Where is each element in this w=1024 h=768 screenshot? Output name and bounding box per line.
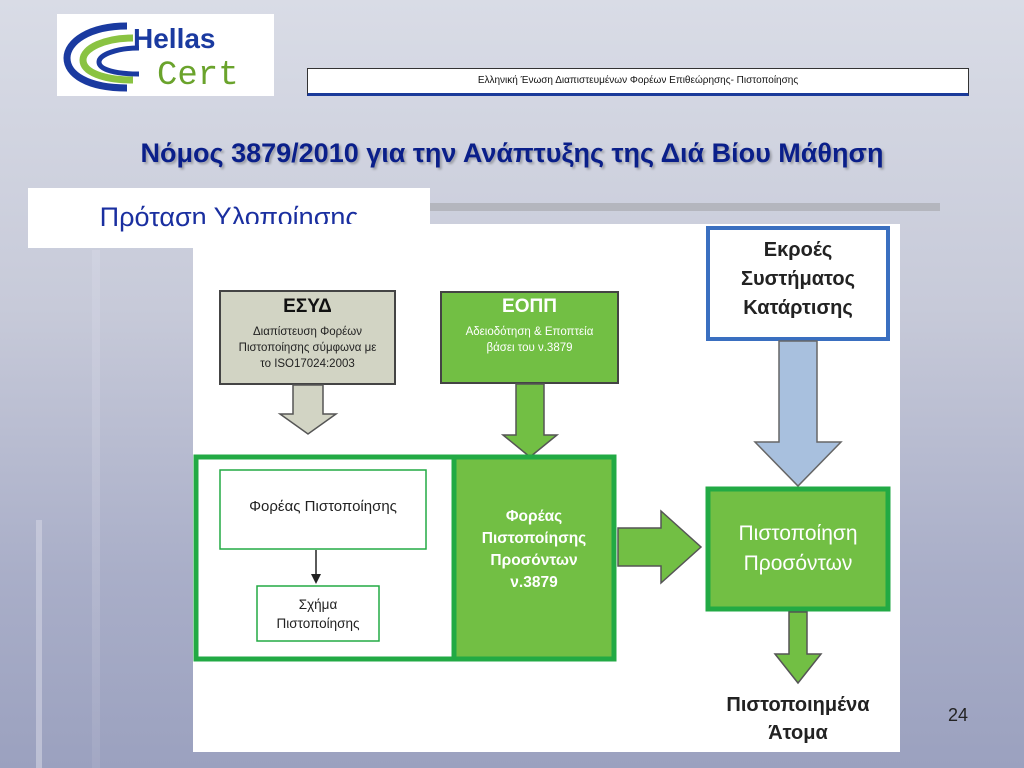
esyd-line-3: το ISO17024:2003 xyxy=(260,358,355,370)
scheme-line-2: Πιστοποίησης xyxy=(276,616,360,631)
qualification-body-line-3: Προσόντων xyxy=(490,552,578,569)
esyd-line-2: Πιστοποίησης σύμφωνα με xyxy=(238,342,377,354)
certification-scheme-box xyxy=(256,585,380,642)
outputs-line-3: Κατάρτισης xyxy=(743,297,853,319)
outputs-down-arrow xyxy=(753,340,843,488)
esyd-title: ΕΣΥΔ xyxy=(283,296,332,317)
esyd-down-arrow xyxy=(277,384,339,435)
certified-line-2: Άτομα xyxy=(768,722,828,744)
page-title: Νόμος 3879/2010 για την Ανάπτυξης της Δι… xyxy=(140,138,884,168)
page-number: 24 xyxy=(948,705,969,725)
certified-line-1: Πιστοποιημένα xyxy=(726,694,870,716)
inner-arrow-head xyxy=(311,574,321,584)
certified-down-arrow xyxy=(773,611,823,685)
qualification-cert-box xyxy=(705,486,891,612)
decorative-bar xyxy=(92,250,100,768)
qualification-body-line-2: Πιστοποίησης xyxy=(481,530,587,547)
qualification-body-line-4: ν.3879 xyxy=(510,574,558,591)
eopp-down-arrow xyxy=(500,383,560,458)
qualification-body-box xyxy=(451,454,617,662)
organization-header: Ελληνική Ένωση Διαπιστευμένων Φορέων Επι… xyxy=(307,68,969,96)
scheme-line-1: Σχήμα xyxy=(298,597,338,612)
logo-text-cert: Cert xyxy=(157,57,239,95)
certification-body-label: Φορέας Πιστοποίησης xyxy=(249,498,397,515)
qualification-cert-line-1: Πιστοποίηση xyxy=(738,522,858,545)
outputs-line-2: Συστήματος xyxy=(741,268,855,290)
right-arrow xyxy=(617,509,703,585)
certification-flow-diagram: ΕΣΥΔ Διαπίστευση Φορέων Πιστοποίησης σύμ… xyxy=(193,224,900,752)
outputs-line-1: Εκροές xyxy=(763,239,833,261)
esyd-box xyxy=(219,290,396,385)
qualification-body-line-1: Φορέας xyxy=(505,508,563,525)
esyd-line-1: Διαπίστευση Φορέων xyxy=(252,326,363,338)
qualification-cert-line-2: Προσόντων xyxy=(743,552,853,575)
decorative-bar xyxy=(430,203,940,211)
eopp-line-2: βάσει του ν.3879 xyxy=(486,342,573,354)
eopp-line-1: Αδειοδότηση & Εποπτεία xyxy=(465,326,594,338)
eopp-box xyxy=(440,291,619,384)
outputs-box xyxy=(706,226,890,341)
logo-text-hellas: Hellas xyxy=(133,23,216,54)
eopp-title: ΕΟΠΠ xyxy=(502,296,557,317)
decorative-bar xyxy=(36,520,42,768)
hellas-cert-logo: Hellas Cert xyxy=(57,14,274,96)
certification-body-box xyxy=(219,469,427,550)
